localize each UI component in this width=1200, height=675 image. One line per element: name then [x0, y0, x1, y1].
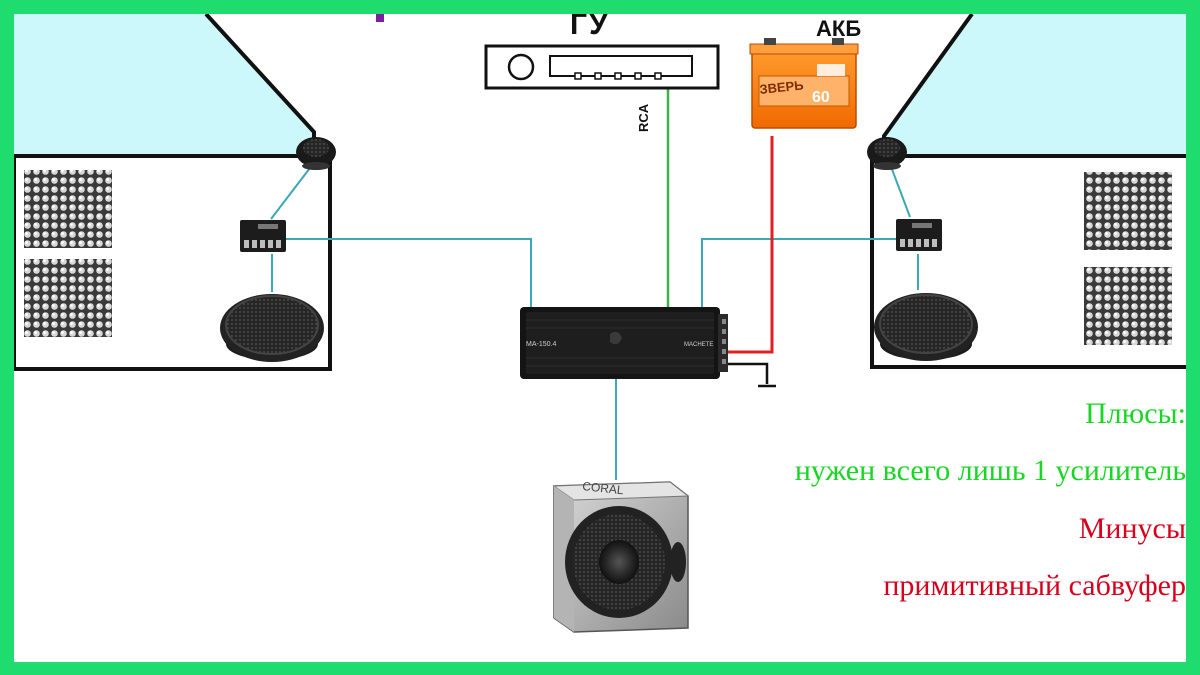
subwoofer-brand: CORAL — [582, 479, 625, 497]
accent-mark — [376, 14, 384, 22]
amplifier-logo-icon — [610, 331, 622, 345]
cons-title: Минусы — [1078, 512, 1186, 545]
pros-title: Плюсы: — [1085, 397, 1186, 430]
right-crossover — [896, 219, 942, 251]
left-door-window — [14, 14, 314, 156]
right-door-window — [884, 14, 1186, 156]
head-unit-label: ГУ — [570, 14, 610, 41]
left-tweeter-wire — [270, 163, 314, 220]
right-door — [870, 14, 1186, 369]
battery-label: АКБ — [816, 16, 862, 41]
right-door-panel-bottom — [1084, 267, 1172, 345]
left-signal-wire — [286, 238, 532, 307]
left-door — [14, 14, 332, 371]
left-woofer — [220, 294, 324, 362]
subwoofer-port — [670, 542, 686, 582]
wiring-diagram: ЗВЕРЬ 60 — [14, 14, 1186, 633]
head-unit-buttons — [574, 72, 662, 80]
right-tweeter-wire — [889, 163, 911, 218]
head-unit-knob — [507, 53, 535, 81]
left-door-panel-top — [24, 170, 112, 248]
ground-wire — [726, 362, 776, 388]
right-door-panel-top — [1084, 172, 1172, 250]
diagram-frame: ЗВЕРЬ 60 — [14, 14, 1186, 662]
amplifier-model: MA-150.4 — [526, 341, 556, 348]
amplifier: MA-150.4 MACHETE — [520, 307, 728, 379]
left-crossover — [240, 220, 286, 252]
right-signal-wire — [701, 238, 924, 307]
left-door-panel-bottom — [24, 259, 112, 337]
signal-wires — [270, 163, 924, 480]
subwoofer-box: CORAL — [552, 479, 690, 633]
pros-text: нужен всего лишь 1 усилитель — [794, 454, 1186, 487]
rca-label: RCA — [636, 103, 651, 132]
head-unit — [484, 44, 720, 90]
cons-text: примитивный сабвуфер — [883, 569, 1186, 602]
battery-brand: ЗВЕРЬ — [759, 77, 805, 97]
battery: ЗВЕРЬ 60 — [749, 38, 859, 129]
power-wire — [726, 136, 774, 354]
amplifier-brand: MACHETE — [684, 342, 713, 348]
right-woofer — [874, 293, 978, 361]
battery-capacity: 60 — [812, 89, 830, 106]
left-tweeter — [296, 137, 336, 170]
right-tweeter — [867, 137, 907, 170]
